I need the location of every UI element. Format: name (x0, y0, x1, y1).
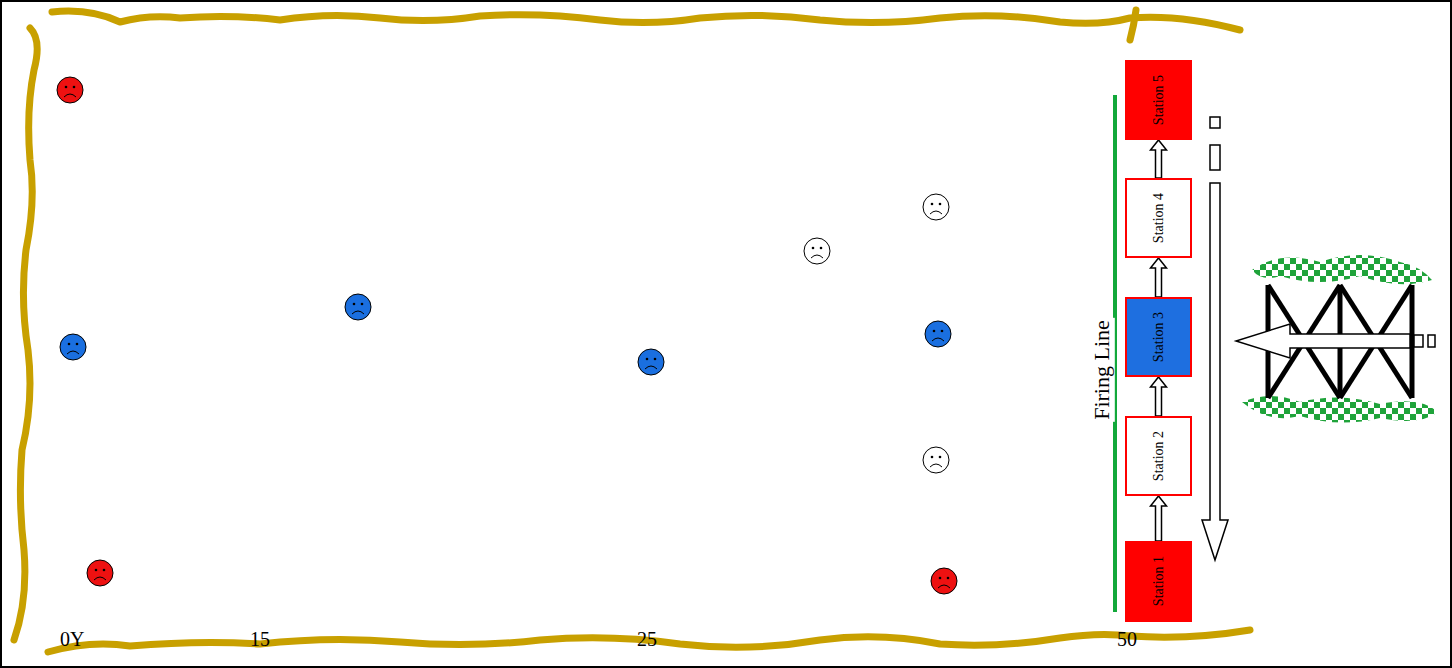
person-face (57, 77, 83, 103)
station-label: Station 2 (1150, 430, 1166, 482)
distance-mark: 50 (1117, 628, 1137, 651)
station-box: Station 3 (1125, 297, 1192, 377)
station-label: Station 1 (1150, 556, 1166, 608)
person-face (804, 238, 830, 264)
station-arrow (1151, 258, 1167, 297)
station-box: Station 4 (1125, 178, 1192, 258)
station-arrow (1151, 140, 1167, 178)
firing-line-label: Firing Line (1089, 318, 1115, 422)
station-box: Station 5 (1125, 60, 1192, 140)
rotation-arrow (1202, 117, 1228, 560)
person-face (923, 194, 949, 220)
station-label: Station 5 (1150, 74, 1166, 126)
distance-mark: 15 (250, 628, 270, 651)
distance-mark: 0Y (60, 628, 84, 651)
station-box: Station 1 (1125, 541, 1192, 622)
person-face (931, 568, 957, 594)
person-face (345, 294, 371, 320)
station-arrow (1151, 377, 1167, 416)
distance-mark: 25 (637, 628, 657, 651)
berm-border (14, 10, 1250, 652)
station-label: Station 3 (1150, 311, 1166, 363)
bridge-entrance (1236, 255, 1438, 423)
person-face (638, 349, 664, 375)
shooter-targets (57, 77, 957, 594)
station-box: Station 2 (1125, 416, 1192, 496)
person-face (60, 334, 86, 360)
person-face (87, 560, 113, 586)
person-face (925, 321, 951, 347)
station-arrow (1151, 496, 1167, 541)
station-label: Station 4 (1150, 192, 1166, 244)
person-face (923, 447, 949, 473)
